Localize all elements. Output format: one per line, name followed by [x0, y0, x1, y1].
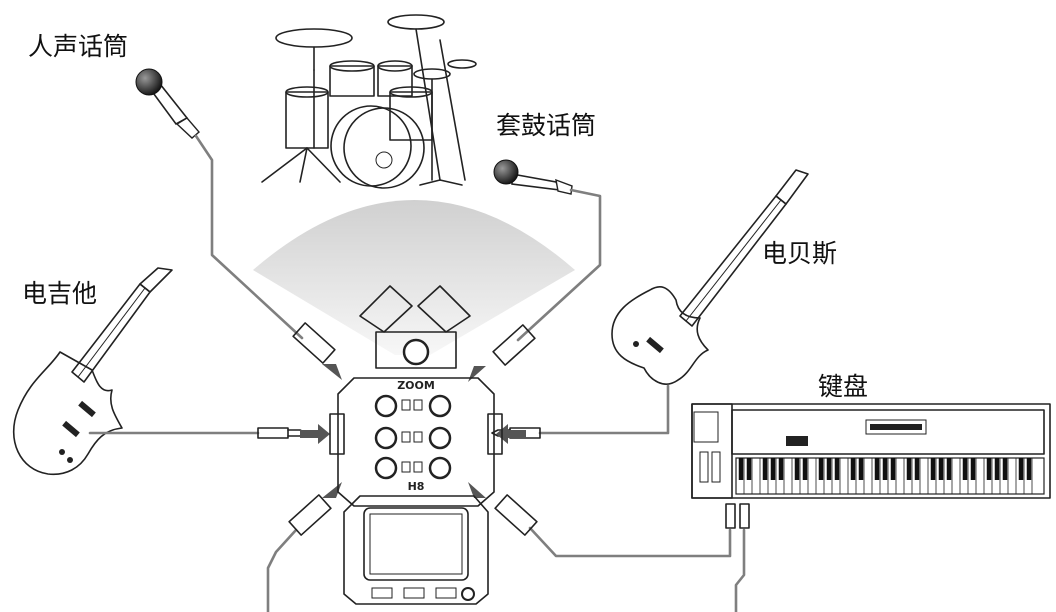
- sound-cone: [253, 200, 575, 355]
- device-brand-logo: ZOOM: [397, 379, 435, 392]
- label-drum-mic: 套鼓话筒: [496, 111, 596, 140]
- keyboard-icon: [691, 403, 1051, 499]
- drum-microphone-icon: [493, 159, 573, 195]
- label-keyboard: 键盘: [818, 372, 868, 401]
- electric-guitar-icon: [13, 267, 173, 476]
- zoom-h8-recorder: [329, 285, 503, 605]
- vocal-microphone-icon: [135, 68, 200, 139]
- label-vocal-mic: 人声话筒: [28, 32, 128, 61]
- device-model-label: H8: [408, 480, 425, 493]
- label-electric-bass: 电贝斯: [762, 239, 837, 268]
- input-arrows: [300, 364, 526, 498]
- electric-bass-icon: [611, 169, 809, 385]
- cables: [88, 134, 746, 612]
- drum-kit-icon: [261, 14, 477, 189]
- label-electric-guitar: 电吉他: [22, 279, 97, 308]
- keyboard-keys: [735, 457, 1045, 495]
